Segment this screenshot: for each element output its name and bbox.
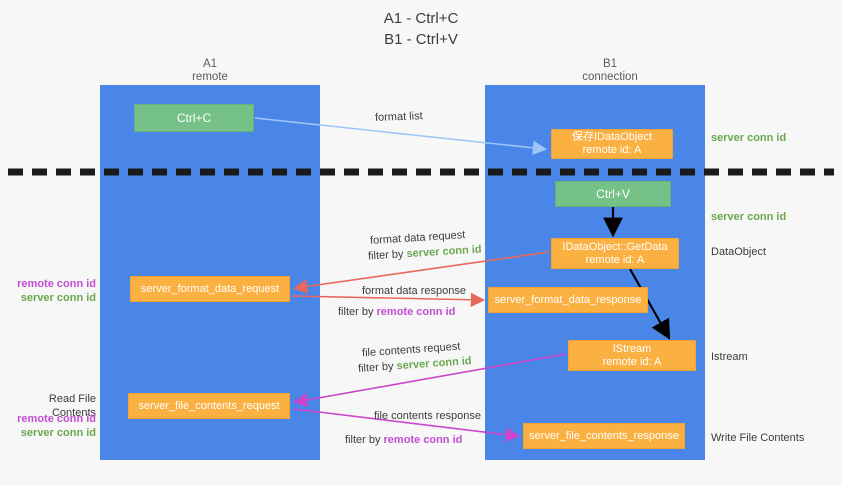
box-server-file-contents-response[interactable]: server_file_contents_response (523, 423, 685, 449)
side-label-istream: Istream (711, 351, 748, 363)
side-label-remote-conn-id: remote conn id (17, 413, 96, 425)
box-save-idataobject-line2: remote id: A (582, 144, 642, 156)
box-server-format-data-request[interactable]: server_format_data_request (130, 276, 290, 302)
arrow-format-data-request (292, 251, 550, 294)
box-ctrl-v-label: Ctrl+V (596, 186, 630, 201)
box-save-idataobject-line1: 保存IDataObject (571, 131, 653, 143)
filter-prefix: filter by (338, 306, 377, 318)
side-label-conn-ids-lower: remote conn id server conn id (8, 412, 96, 440)
box-server-file-contents-response-label: server_file_contents_response (529, 429, 679, 442)
side-label-remote-conn-id: remote conn id (17, 278, 96, 290)
column-b1-name: B1 (602, 58, 618, 70)
edge-label-format-list: format list (374, 110, 423, 124)
edge-label-file-contents-response: file contents response (374, 410, 482, 422)
filter-prefix: filter by (357, 360, 397, 375)
box-getdata-line2: remote id: A (585, 253, 645, 266)
side-label-dataobject: DataObject (711, 246, 767, 258)
filter-value-server-conn-id: server conn id (406, 243, 482, 261)
edge-label-file-contents-response-filter: filter by remote conn id (345, 433, 462, 448)
arrow-format-list (254, 117, 548, 155)
arrow-file-contents-response (293, 408, 521, 442)
box-server-format-data-response[interactable]: server_format_data_response (488, 287, 648, 313)
filter-prefix: filter by (367, 248, 407, 263)
filter-value-server-conn-id: server conn id (396, 355, 472, 373)
box-istream-line2: remote id: A (602, 355, 662, 368)
arrow-file-contents-request (292, 353, 567, 408)
box-ctrl-c-label: Ctrl+C (176, 110, 212, 125)
box-getdata-line1: IDataObject::GetData (562, 240, 668, 253)
side-label-server-conn-id: server conn id (20, 427, 96, 439)
edge-label-format-data-response: format data response (362, 285, 466, 297)
side-label-server-conn-id-mid: server conn id (711, 211, 787, 223)
box-ctrl-c[interactable]: Ctrl+C (134, 104, 254, 132)
box-server-format-data-request-label: server_format_data_request (140, 282, 280, 295)
column-a1-sub: remote (192, 71, 228, 83)
column-a1-name: A1 (202, 58, 218, 70)
side-label-server-conn-id: server conn id (20, 292, 96, 304)
filter-value-remote-conn-id: remote conn id (383, 434, 463, 446)
arrow-format-data-response (291, 292, 486, 307)
box-save-idataobject[interactable]: 保存IDataObject remote id: A (551, 129, 673, 159)
side-label-write-file-contents: Write File Contents (711, 432, 805, 444)
edge-label-format-data-response-filter: filter by remote conn id (338, 305, 455, 320)
box-server-file-contents-request[interactable]: server_file_contents_request (128, 393, 290, 419)
side-label-server-conn-id-top: server conn id (711, 132, 787, 144)
side-label-read-file-contents: Read File Contents (48, 393, 96, 419)
box-server-file-contents-request-label: server_file_contents_request (138, 399, 280, 412)
column-b1-sub: connection (582, 71, 638, 83)
side-label-conn-ids-upper: remote conn id server conn id (8, 277, 96, 305)
box-istream[interactable]: IStream remote id: A (568, 340, 696, 371)
column-header-b1: B1 connection (520, 58, 700, 84)
box-idataobject-getdata[interactable]: IDataObject::GetData remote id: A (551, 238, 679, 269)
column-header-a1: A1 remote (120, 58, 300, 84)
box-istream-line1: IStream (612, 342, 652, 355)
title-line-1: A1 - Ctrl+C (383, 10, 459, 27)
title-line-2: B1 - Ctrl+V (384, 31, 458, 48)
box-server-format-data-response-label: server_format_data_response (494, 293, 642, 306)
filter-value-remote-conn-id: remote conn id (376, 306, 456, 318)
box-ctrl-v[interactable]: Ctrl+V (555, 181, 671, 207)
arrow-getdata-to-istream (629, 268, 671, 340)
filter-prefix: filter by (345, 434, 384, 446)
diagram-title: A1 - Ctrl+C B1 - Ctrl+V (0, 8, 842, 50)
